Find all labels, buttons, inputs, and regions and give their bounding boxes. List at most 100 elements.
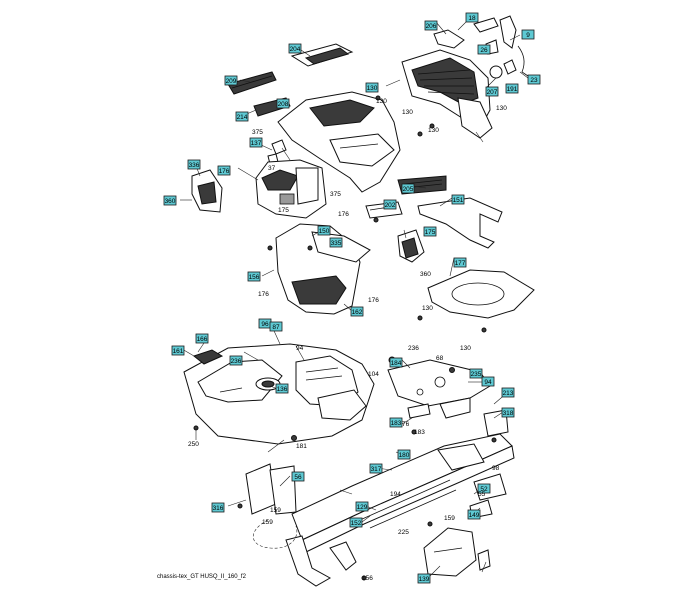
callout-336: 336 xyxy=(187,159,201,170)
callout-175: 175 xyxy=(423,226,437,237)
hood-assembly xyxy=(401,15,529,139)
callout-box xyxy=(369,463,383,474)
callout-52: 52 xyxy=(477,483,491,494)
callout-130: 130 xyxy=(365,82,379,93)
callout-214: 214 xyxy=(235,111,249,122)
part-number-label: 375 xyxy=(252,129,263,136)
callout-236: 236 xyxy=(229,355,243,366)
callout-box xyxy=(329,237,343,248)
callout-number: 317 xyxy=(371,466,382,473)
callout-204: 204 xyxy=(288,43,302,54)
callout-number: 177 xyxy=(455,260,466,267)
callout-box xyxy=(477,44,491,55)
callout-235: 235 xyxy=(469,368,483,379)
part-number-label: 156 xyxy=(362,575,373,582)
part-number-label: 194 xyxy=(390,491,401,498)
callout-number: 191 xyxy=(507,86,518,93)
callout-number: 335 xyxy=(331,240,342,247)
callout-box xyxy=(224,75,238,86)
callout-box xyxy=(229,355,243,366)
callout-number: 94 xyxy=(484,379,492,386)
callout-box xyxy=(451,194,465,205)
callout-box xyxy=(481,376,495,387)
callout-number: 336 xyxy=(189,162,200,169)
callout-box xyxy=(249,137,263,148)
callout-number: 87 xyxy=(272,324,280,331)
callout-176: 176 xyxy=(217,165,231,176)
part-number-label: 183 xyxy=(414,429,425,436)
part-number-label: 130 xyxy=(422,305,433,312)
callout-number: 202 xyxy=(385,202,396,209)
callout-box xyxy=(521,29,535,40)
part-number-label: 225 xyxy=(398,529,409,536)
part-number-label: 55 xyxy=(478,491,486,498)
callout-213: 213 xyxy=(501,387,515,398)
callout-box xyxy=(291,471,305,482)
part-number-label: 176 xyxy=(368,297,379,304)
callout-23: 23 xyxy=(527,74,541,85)
callout-box xyxy=(247,271,261,282)
callout-number: 26 xyxy=(480,47,488,54)
callout-number: 213 xyxy=(503,390,514,397)
callout-180: 180 xyxy=(397,449,411,460)
callout-156: 156 xyxy=(247,271,261,282)
part-number-label: 175 xyxy=(278,207,289,214)
part-number-label: 181 xyxy=(296,443,307,450)
callout-box xyxy=(349,517,363,528)
callout-box xyxy=(453,257,467,268)
hood-shell xyxy=(277,91,401,193)
part-number-label: 76 xyxy=(402,421,410,428)
seat-pan xyxy=(423,527,491,577)
callout-208: 208 xyxy=(276,98,290,109)
callout-162: 162 xyxy=(350,306,364,317)
callout-box xyxy=(465,12,479,23)
callout-box xyxy=(501,407,515,418)
callout-number: 236 xyxy=(231,358,242,365)
callout-number: 96 xyxy=(261,321,269,328)
callout-183: 183 xyxy=(389,417,403,428)
callout-number: 139 xyxy=(419,576,430,583)
steering-plate xyxy=(387,356,491,419)
part-number-label: 250 xyxy=(188,441,199,448)
callout-number: 214 xyxy=(237,114,248,121)
label-layer: 1301301303753737517617517617636013013013… xyxy=(188,98,507,582)
callout-box xyxy=(467,509,481,520)
callout-box xyxy=(527,74,541,85)
callout-box xyxy=(355,501,369,512)
callout-number: 161 xyxy=(173,348,184,355)
callout-number: 129 xyxy=(357,504,368,511)
callout-205: 205 xyxy=(401,183,415,194)
callout-number: 316 xyxy=(213,505,224,512)
callout-box xyxy=(195,333,209,344)
callout-number: 208 xyxy=(278,101,289,108)
callout-box xyxy=(317,225,331,236)
part-number-label: 159 xyxy=(270,507,281,514)
callout-number: 156 xyxy=(249,274,260,281)
part-number-label: 68 xyxy=(436,355,444,362)
callout-box xyxy=(383,199,397,210)
callout-number: 166 xyxy=(197,336,208,343)
callout-202: 202 xyxy=(383,199,397,210)
callout-26: 26 xyxy=(477,44,491,55)
callout-box xyxy=(401,183,415,194)
callout-box xyxy=(211,502,225,513)
callout-number: 149 xyxy=(469,512,480,519)
callout-number: 130 xyxy=(367,85,378,92)
callout-number: 318 xyxy=(503,410,514,417)
callout-box xyxy=(424,20,438,31)
callout-box xyxy=(365,82,379,93)
callout-box xyxy=(269,321,283,332)
callout-number: 56 xyxy=(294,474,302,481)
callout-number: 152 xyxy=(351,520,362,527)
callout-149: 149 xyxy=(467,509,481,520)
callout-360: 360 xyxy=(163,195,177,206)
callout-56: 56 xyxy=(291,471,305,482)
callout-161: 161 xyxy=(171,345,185,356)
callout-number: 137 xyxy=(251,140,262,147)
callout-number: 136 xyxy=(277,386,288,393)
callout-96: 96 xyxy=(258,318,272,329)
callout-box xyxy=(389,357,403,368)
callout-317: 317 xyxy=(369,463,383,474)
callout-number: 18 xyxy=(468,15,476,22)
callout-191: 191 xyxy=(505,83,519,94)
